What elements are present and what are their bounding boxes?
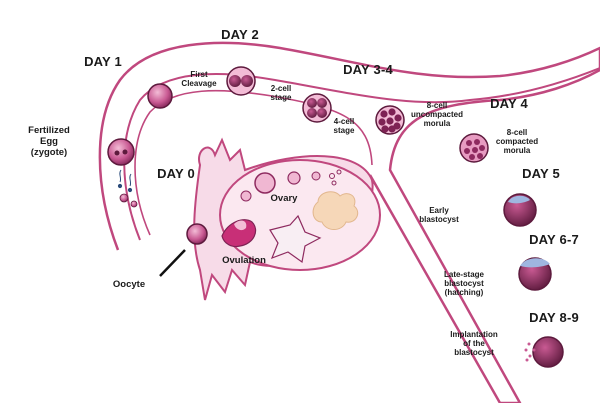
corpus-albicans — [269, 214, 322, 264]
implanting-blastocyst — [532, 336, 564, 368]
day-0-label: DAY 0 — [157, 166, 195, 181]
implantation-site — [524, 342, 536, 362]
fallopian-tube-inner — [123, 67, 600, 241]
two-cell-blastomere-1 — [229, 75, 241, 87]
fertilized-egg-label: Fertilized Egg (zygote) — [28, 125, 70, 158]
day-2-label: DAY 2 — [221, 27, 259, 42]
follicle-large — [254, 172, 276, 194]
eight-cell-uncompacted-blastomeres — [378, 108, 402, 133]
two-cell-label: 2-cell stage — [270, 84, 292, 103]
egg-small-2 — [130, 200, 138, 208]
zygote-cell — [107, 138, 135, 166]
oocyte-pointer — [159, 249, 186, 277]
eight-cell-uncompacted-label: 8-cell uncompacted morula — [410, 101, 463, 129]
implantation-label: Implantation of the blastocyst — [450, 330, 498, 358]
follicle-small — [311, 171, 321, 181]
late-blastocyst-hatching — [520, 258, 550, 268]
oocyte-label: Oocyte — [112, 279, 146, 290]
day-3-4-label: DAY 3-4 — [343, 62, 393, 77]
zygote-pronucleus-2 — [122, 149, 128, 155]
follicle-tiny-2 — [336, 169, 342, 175]
corpus-luteum — [312, 191, 359, 230]
egg-small-1 — [119, 193, 129, 203]
four-cell-blastomere-2 — [317, 98, 327, 108]
fallopian-tube-outer — [98, 41, 600, 405]
ovulation-label: Ovulation — [222, 255, 266, 266]
day-8-9-label: DAY 8-9 — [529, 310, 579, 325]
fallopian-tube-lumen — [134, 89, 373, 236]
ruptured-follicle — [221, 219, 257, 248]
eight-cell-compacted-label: 8-cell compacted morula — [495, 128, 539, 156]
first-cleavage-cell — [147, 83, 173, 109]
oocyte-cell — [186, 223, 208, 245]
four-cell-blastomere-4 — [317, 108, 327, 118]
two-cell-blastomere-2 — [241, 75, 253, 87]
follicle-tiny-3 — [331, 180, 337, 186]
follicle-left — [240, 190, 252, 202]
first-cleavage-label: First Cleavage — [181, 70, 217, 89]
late-blastocyst-label: Late-stage blastocyst (hatching) — [443, 270, 484, 298]
four-cell-blastomere-3 — [307, 108, 317, 118]
day-5-label: DAY 5 — [522, 166, 560, 181]
day-4-label: DAY 4 — [490, 96, 528, 111]
four-cell-label: 4-cell stage — [333, 117, 355, 136]
early-blastocyst-icm — [508, 195, 530, 204]
sperm-cells — [117, 169, 133, 193]
eight-cell-compacted-blastomeres — [464, 139, 485, 160]
day-6-7-label: DAY 6-7 — [529, 232, 579, 247]
zygote-pronucleus-1 — [114, 150, 120, 156]
early-blastocyst-label: Early blastocyst — [419, 206, 459, 225]
day-1-label: DAY 1 — [84, 54, 122, 69]
follicle-tiny-1 — [329, 173, 335, 179]
follicle-medium — [287, 171, 301, 185]
four-cell-blastomere-1 — [307, 98, 317, 108]
ruptured-follicle-core — [234, 220, 247, 231]
ovary-label: Ovary — [270, 193, 298, 204]
